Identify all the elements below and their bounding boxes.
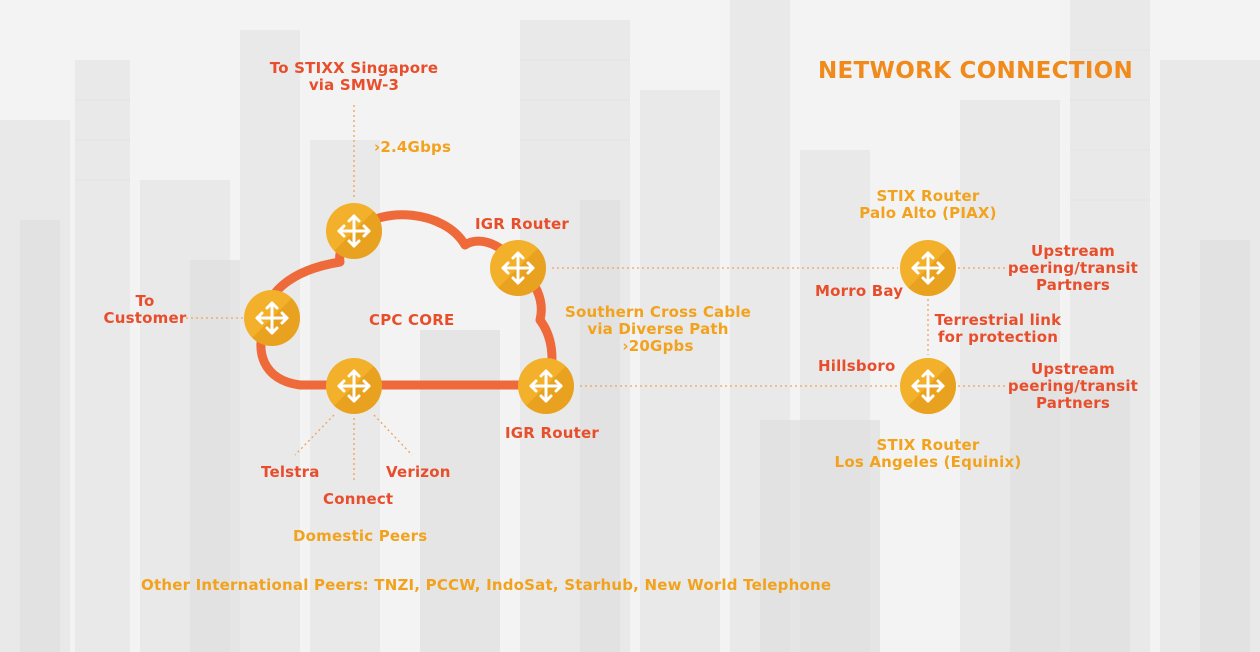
singapore-label-line2: via SMW-3 bbox=[308, 76, 400, 94]
verizon-link-line bbox=[373, 414, 413, 456]
igr-router-top-label: IGR Router bbox=[475, 215, 569, 233]
stix-la-line1: STIX Router bbox=[876, 436, 980, 454]
igr-router-bottom-label: IGR Router bbox=[505, 424, 599, 442]
upstream2-line2: peering/transit bbox=[1007, 377, 1139, 395]
stix-pa-line2: Palo Alto (PIAX) bbox=[859, 204, 997, 222]
page-title: NETWORK CONNECTION bbox=[818, 58, 1134, 84]
upstream1-line2: peering/transit bbox=[1007, 259, 1139, 277]
telstra-link-line bbox=[294, 414, 335, 456]
router-arrows-icon bbox=[898, 356, 958, 416]
southern-cross-label: Southern Cross Cable via Diverse Path ›2… bbox=[565, 304, 751, 355]
to-customer-label: To Customer bbox=[104, 293, 187, 327]
terrestrial-line1: Terrestrial link bbox=[934, 311, 1062, 329]
hillsboro-label: Hillsboro bbox=[818, 357, 896, 375]
singapore-label: To STIXX Singapore via SMW-3 bbox=[270, 60, 438, 94]
router-arrows-icon bbox=[242, 288, 302, 348]
stix-pa-line1: STIX Router bbox=[876, 187, 980, 205]
singapore-speed-label: ›2.4Gbps bbox=[374, 138, 452, 156]
router-arrows-icon bbox=[898, 238, 958, 298]
upstream2-line1: Upstream bbox=[1031, 360, 1115, 378]
verizon-label: Verizon bbox=[386, 463, 451, 481]
stix-palo-alto-label: STIX Router Palo Alto (PIAX) bbox=[859, 188, 997, 222]
router-arrows-icon bbox=[488, 238, 548, 298]
stix-los-angeles-label: STIX Router Los Angeles (Equinix) bbox=[835, 437, 1022, 471]
cpc-core-cloud bbox=[256, 210, 557, 390]
southern-line2: via Diverse Path bbox=[587, 320, 729, 338]
to-customer-line2: Customer bbox=[103, 309, 187, 327]
telstra-label: Telstra bbox=[261, 463, 320, 481]
router-arrows-icon bbox=[516, 356, 576, 416]
morro-bay-label: Morro Bay bbox=[815, 282, 904, 300]
router-arrows-icon bbox=[324, 356, 384, 416]
southern-line3: ›20Gpbs bbox=[622, 337, 694, 355]
cpc-core-label: CPC CORE bbox=[369, 311, 455, 329]
southern-line1: Southern Cross Cable bbox=[564, 303, 752, 321]
singapore-label-line1: To STIXX Singapore bbox=[269, 59, 439, 77]
other-international-peers-label: Other International Peers: TNZI, PCCW, I… bbox=[141, 576, 832, 594]
upstream-partners-1-label: Upstream peering/transit Partners bbox=[1008, 243, 1138, 294]
terrestrial-line2: for protection bbox=[937, 328, 1059, 346]
connect-label: Connect bbox=[323, 490, 394, 508]
terrestrial-link-label: Terrestrial link for protection bbox=[935, 312, 1062, 346]
router-arrows-icon bbox=[324, 201, 384, 261]
domestic-peers-label: Domestic Peers bbox=[293, 527, 428, 545]
upstream2-line3: Partners bbox=[1035, 394, 1111, 412]
upstream-partners-2-label: Upstream peering/transit Partners bbox=[1008, 361, 1138, 412]
stix-la-line2: Los Angeles (Equinix) bbox=[834, 453, 1022, 471]
upstream1-line3: Partners bbox=[1035, 276, 1111, 294]
to-customer-line1: To bbox=[135, 292, 155, 310]
upstream1-line1: Upstream bbox=[1031, 242, 1115, 260]
